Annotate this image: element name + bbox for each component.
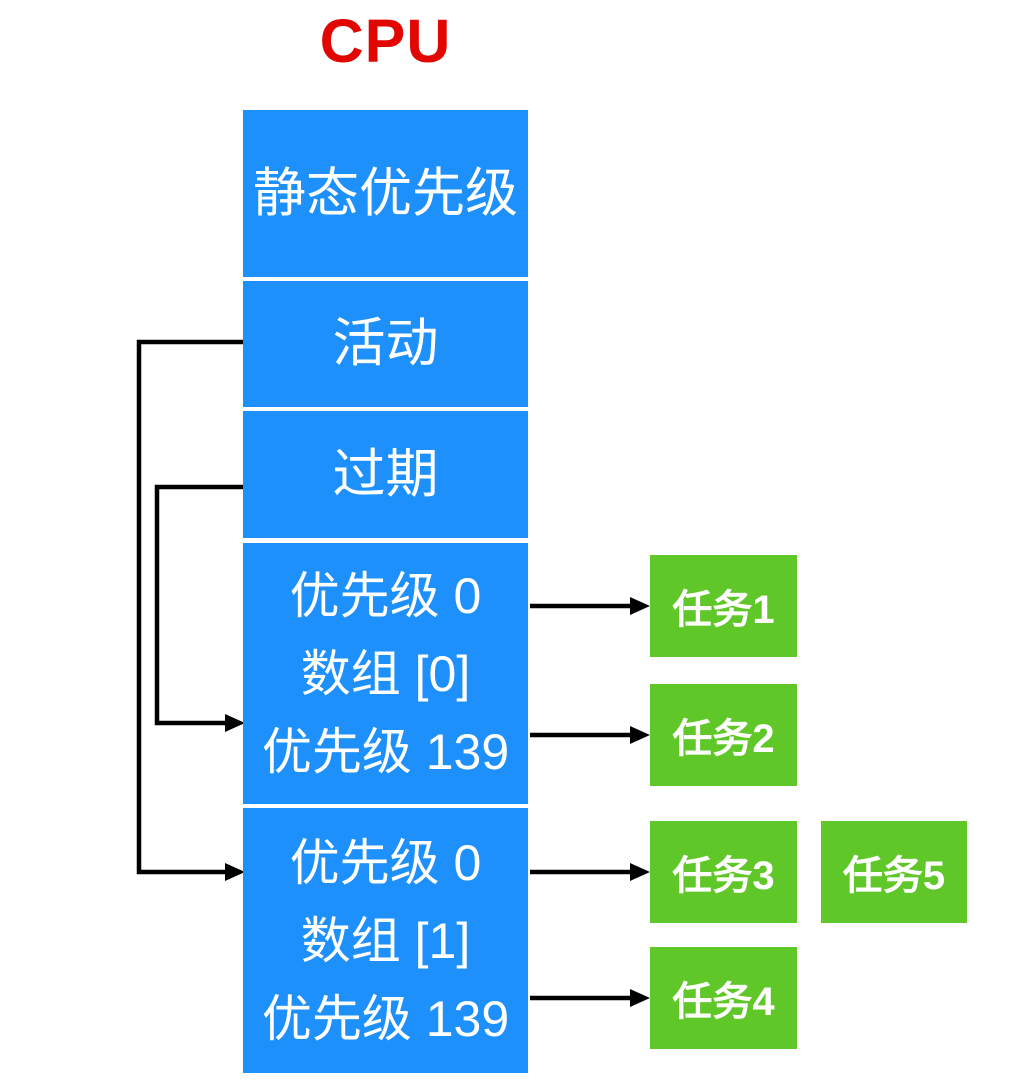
task-2-label: 任务2 — [672, 717, 775, 761]
array1-priority-139-label: 优先级 139 — [261, 990, 510, 1047]
array0-name-label: 数组 [0] — [300, 645, 471, 702]
task-3-label: 任务3 — [672, 854, 775, 898]
section-active: 活动 — [243, 281, 528, 407]
task-box-1: 任务1 — [650, 555, 797, 657]
arrow-expired-to-array0 — [154, 484, 245, 732]
arrow-array0-to-task1 — [530, 597, 650, 615]
arrow-array0-to-task2 — [530, 726, 650, 744]
arrow-active-to-array1 — [136, 339, 245, 881]
task-box-2: 任务2 — [650, 684, 797, 786]
task-box-4: 任务4 — [650, 947, 797, 1049]
array1-name-label: 数组 [1] — [300, 912, 471, 969]
task-5-label: 任务5 — [842, 854, 946, 898]
section-expired: 过期 — [243, 411, 528, 538]
array1-priority-0-label: 优先级 0 — [289, 834, 482, 891]
task-4-label: 任务4 — [672, 980, 775, 1024]
array0-priority-0-label: 优先级 0 — [289, 567, 482, 624]
section-static-priority-label: 静态优先级 — [253, 163, 518, 223]
array0-priority-139-label: 优先级 139 — [261, 723, 510, 780]
task-1-label: 任务1 — [672, 588, 775, 632]
section-expired-label: 过期 — [332, 444, 439, 504]
section-array-1: 优先级 0 数组 [1] 优先级 139 — [243, 808, 528, 1073]
section-static-priority: 静态优先级 — [243, 110, 528, 277]
arrow-array1-to-task3 — [530, 863, 650, 881]
arrow-array1-to-task4 — [530, 989, 650, 1007]
task-box-3: 任务3 — [650, 821, 797, 923]
cpu-title: CPU — [319, 7, 452, 75]
section-array-0: 优先级 0 数组 [0] 优先级 139 — [243, 543, 528, 804]
task-box-5: 任务5 — [821, 821, 967, 923]
section-active-label: 活动 — [332, 314, 439, 373]
